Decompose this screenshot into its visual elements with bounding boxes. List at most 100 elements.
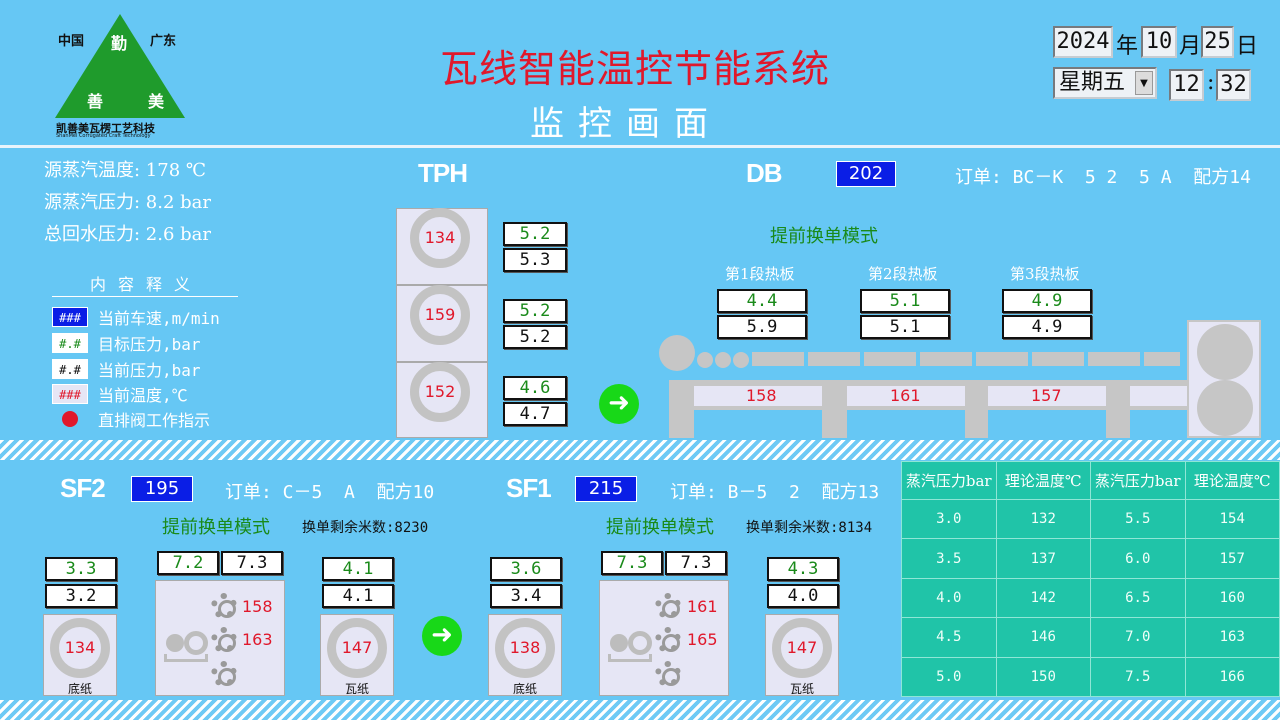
sf2-mid-temp1: 158 — [242, 597, 273, 616]
tph-roll-2[interactable]: 159 — [410, 285, 470, 345]
weekday-value: 星期五 — [1059, 70, 1126, 95]
logo-text-mid-left: 善 — [87, 92, 104, 111]
gear-icon — [211, 593, 237, 619]
frame-gap — [847, 410, 965, 438]
logo-text-left: 中国 — [58, 34, 85, 49]
table-header: 蒸汽压力bar — [1090, 461, 1186, 500]
minute-field[interactable]: 32 — [1216, 69, 1251, 101]
weekday-select[interactable]: 星期五 ▼ — [1053, 67, 1157, 99]
plate-current-3: 4.9 — [1002, 315, 1092, 339]
frame-gap — [988, 410, 1106, 438]
sf2-speed: 195 — [131, 476, 193, 502]
steam-pressure-text: 源蒸汽压力: 8.2 bar — [44, 192, 211, 213]
legend-text: 当前压力,bar — [98, 361, 201, 380]
plate-target-1[interactable]: 4.4 — [717, 289, 807, 313]
sf2-mode: 提前换单模式 — [162, 517, 270, 538]
sf1-left-label: 底纸 — [513, 682, 538, 696]
table-cell: 160 — [1184, 577, 1280, 619]
sf1-left-target[interactable]: 3.6 — [490, 557, 562, 581]
plate-current-2: 5.1 — [860, 315, 950, 339]
steam-temp-text: 源蒸汽温度: 178 ℃ — [44, 160, 206, 181]
legend-swatch-current: #.# — [52, 359, 88, 379]
sf2-mid-temp2: 163 — [242, 630, 273, 649]
table-cell: 132 — [995, 498, 1091, 540]
tph-roll-1[interactable]: 134 — [410, 208, 470, 268]
frame-gap — [694, 410, 822, 438]
sf1-mid-target[interactable]: 7.3 — [601, 551, 663, 575]
sf2-left-target[interactable]: 3.3 — [45, 557, 117, 581]
logo-caption-en: ShanMei Corrugated Craft Technology — [56, 133, 151, 139]
legend-divider — [52, 296, 238, 297]
logo-caption: 凯善美瓦楞工艺科技 — [56, 122, 155, 135]
small-roll-icon — [733, 352, 749, 368]
header-divider — [0, 145, 1280, 148]
roll-icon — [166, 634, 184, 652]
table-cell: 154 — [1184, 498, 1280, 540]
legend-text: 直排阀工作指示 — [98, 411, 211, 430]
gear-icon — [655, 661, 681, 687]
table-header: 理论温度℃ — [1184, 461, 1280, 500]
plate-title-3: 第3段热板 — [1010, 265, 1080, 283]
day-field[interactable]: 25 — [1201, 26, 1234, 58]
sf1-left-roll[interactable]: 138 — [495, 618, 555, 678]
sf1-mode: 提前换单模式 — [606, 517, 714, 538]
time-colon: : — [1207, 70, 1215, 95]
small-roll-icon — [715, 352, 731, 368]
table-cell: 7.5 — [1090, 656, 1186, 698]
year-field[interactable]: 2024 — [1053, 26, 1113, 58]
frame-gap — [1130, 410, 1188, 438]
table-cell: 7.0 — [1090, 617, 1186, 658]
valve-indicator-icon — [62, 411, 78, 427]
db-label: DB — [746, 158, 783, 188]
sf2-right-label: 瓦纸 — [345, 682, 370, 696]
table-cell: 157 — [1184, 538, 1280, 579]
chevron-down-icon[interactable]: ▼ — [1135, 71, 1153, 95]
sf2-mid-target[interactable]: 7.2 — [157, 551, 219, 575]
arrow-right-icon[interactable]: ➜ — [599, 384, 639, 424]
tph-current-1: 5.3 — [503, 248, 567, 272]
sf1-right-target[interactable]: 4.3 — [767, 557, 839, 581]
legend-swatch-target: #.# — [52, 333, 88, 353]
tph-label: TPH — [418, 158, 468, 188]
sf1-right-roll[interactable]: 147 — [772, 618, 832, 678]
table-cell: 166 — [1184, 656, 1280, 698]
tph-target-1[interactable]: 5.2 — [503, 222, 567, 246]
tph-current-3: 4.7 — [503, 402, 567, 426]
plate-target-3[interactable]: 4.9 — [1002, 289, 1092, 313]
tph-target-2[interactable]: 5.2 — [503, 299, 567, 323]
tph-current-2: 5.2 — [503, 325, 567, 349]
output-roll-icon — [1197, 380, 1253, 436]
table-cell: 3.5 — [901, 538, 997, 579]
table-cell: 4.0 — [901, 577, 997, 619]
legend-title: 内容释义 — [90, 275, 203, 294]
table-header: 理论温度℃ — [995, 461, 1091, 500]
sf2-remain: 换单剩余米数:8230 — [302, 520, 429, 536]
table-cell: 146 — [995, 617, 1091, 658]
tph-target-3[interactable]: 4.6 — [503, 376, 567, 400]
top-belt — [752, 352, 1180, 366]
sf2-right-roll[interactable]: 147 — [327, 618, 387, 678]
sf2-right-target[interactable]: 4.1 — [322, 557, 394, 581]
table-cell: 4.5 — [901, 617, 997, 658]
sf1-mid-current: 7.3 — [665, 551, 727, 575]
sf1-remain: 换单剩余米数:8134 — [746, 520, 873, 536]
day-unit: 日 — [1236, 34, 1259, 59]
tph-roll-3[interactable]: 152 — [410, 362, 470, 422]
page-title: 瓦线智能温控节能系统 — [440, 47, 831, 91]
month-field[interactable]: 10 — [1141, 26, 1177, 58]
legend-text: 当前车速,m/min — [98, 309, 220, 328]
plate-temp-1: 158 — [746, 386, 777, 405]
table-row: 3.0 132 5.5 154 — [901, 498, 1280, 540]
tray-icon — [608, 654, 652, 662]
sf1-label: SF1 — [506, 473, 552, 503]
hour-field[interactable]: 12 — [1169, 69, 1204, 101]
table-cell: 137 — [995, 538, 1091, 579]
table-header: 蒸汽压力bar — [901, 461, 997, 500]
sf2-left-roll[interactable]: 134 — [50, 618, 110, 678]
table-cell: 5.0 — [901, 656, 997, 698]
arrow-right-icon[interactable]: ➜ — [422, 616, 462, 656]
gear-icon — [211, 661, 237, 687]
plate-target-2[interactable]: 5.1 — [860, 289, 950, 313]
sf2-right-current: 4.1 — [322, 584, 394, 608]
roll-icon — [628, 631, 652, 655]
